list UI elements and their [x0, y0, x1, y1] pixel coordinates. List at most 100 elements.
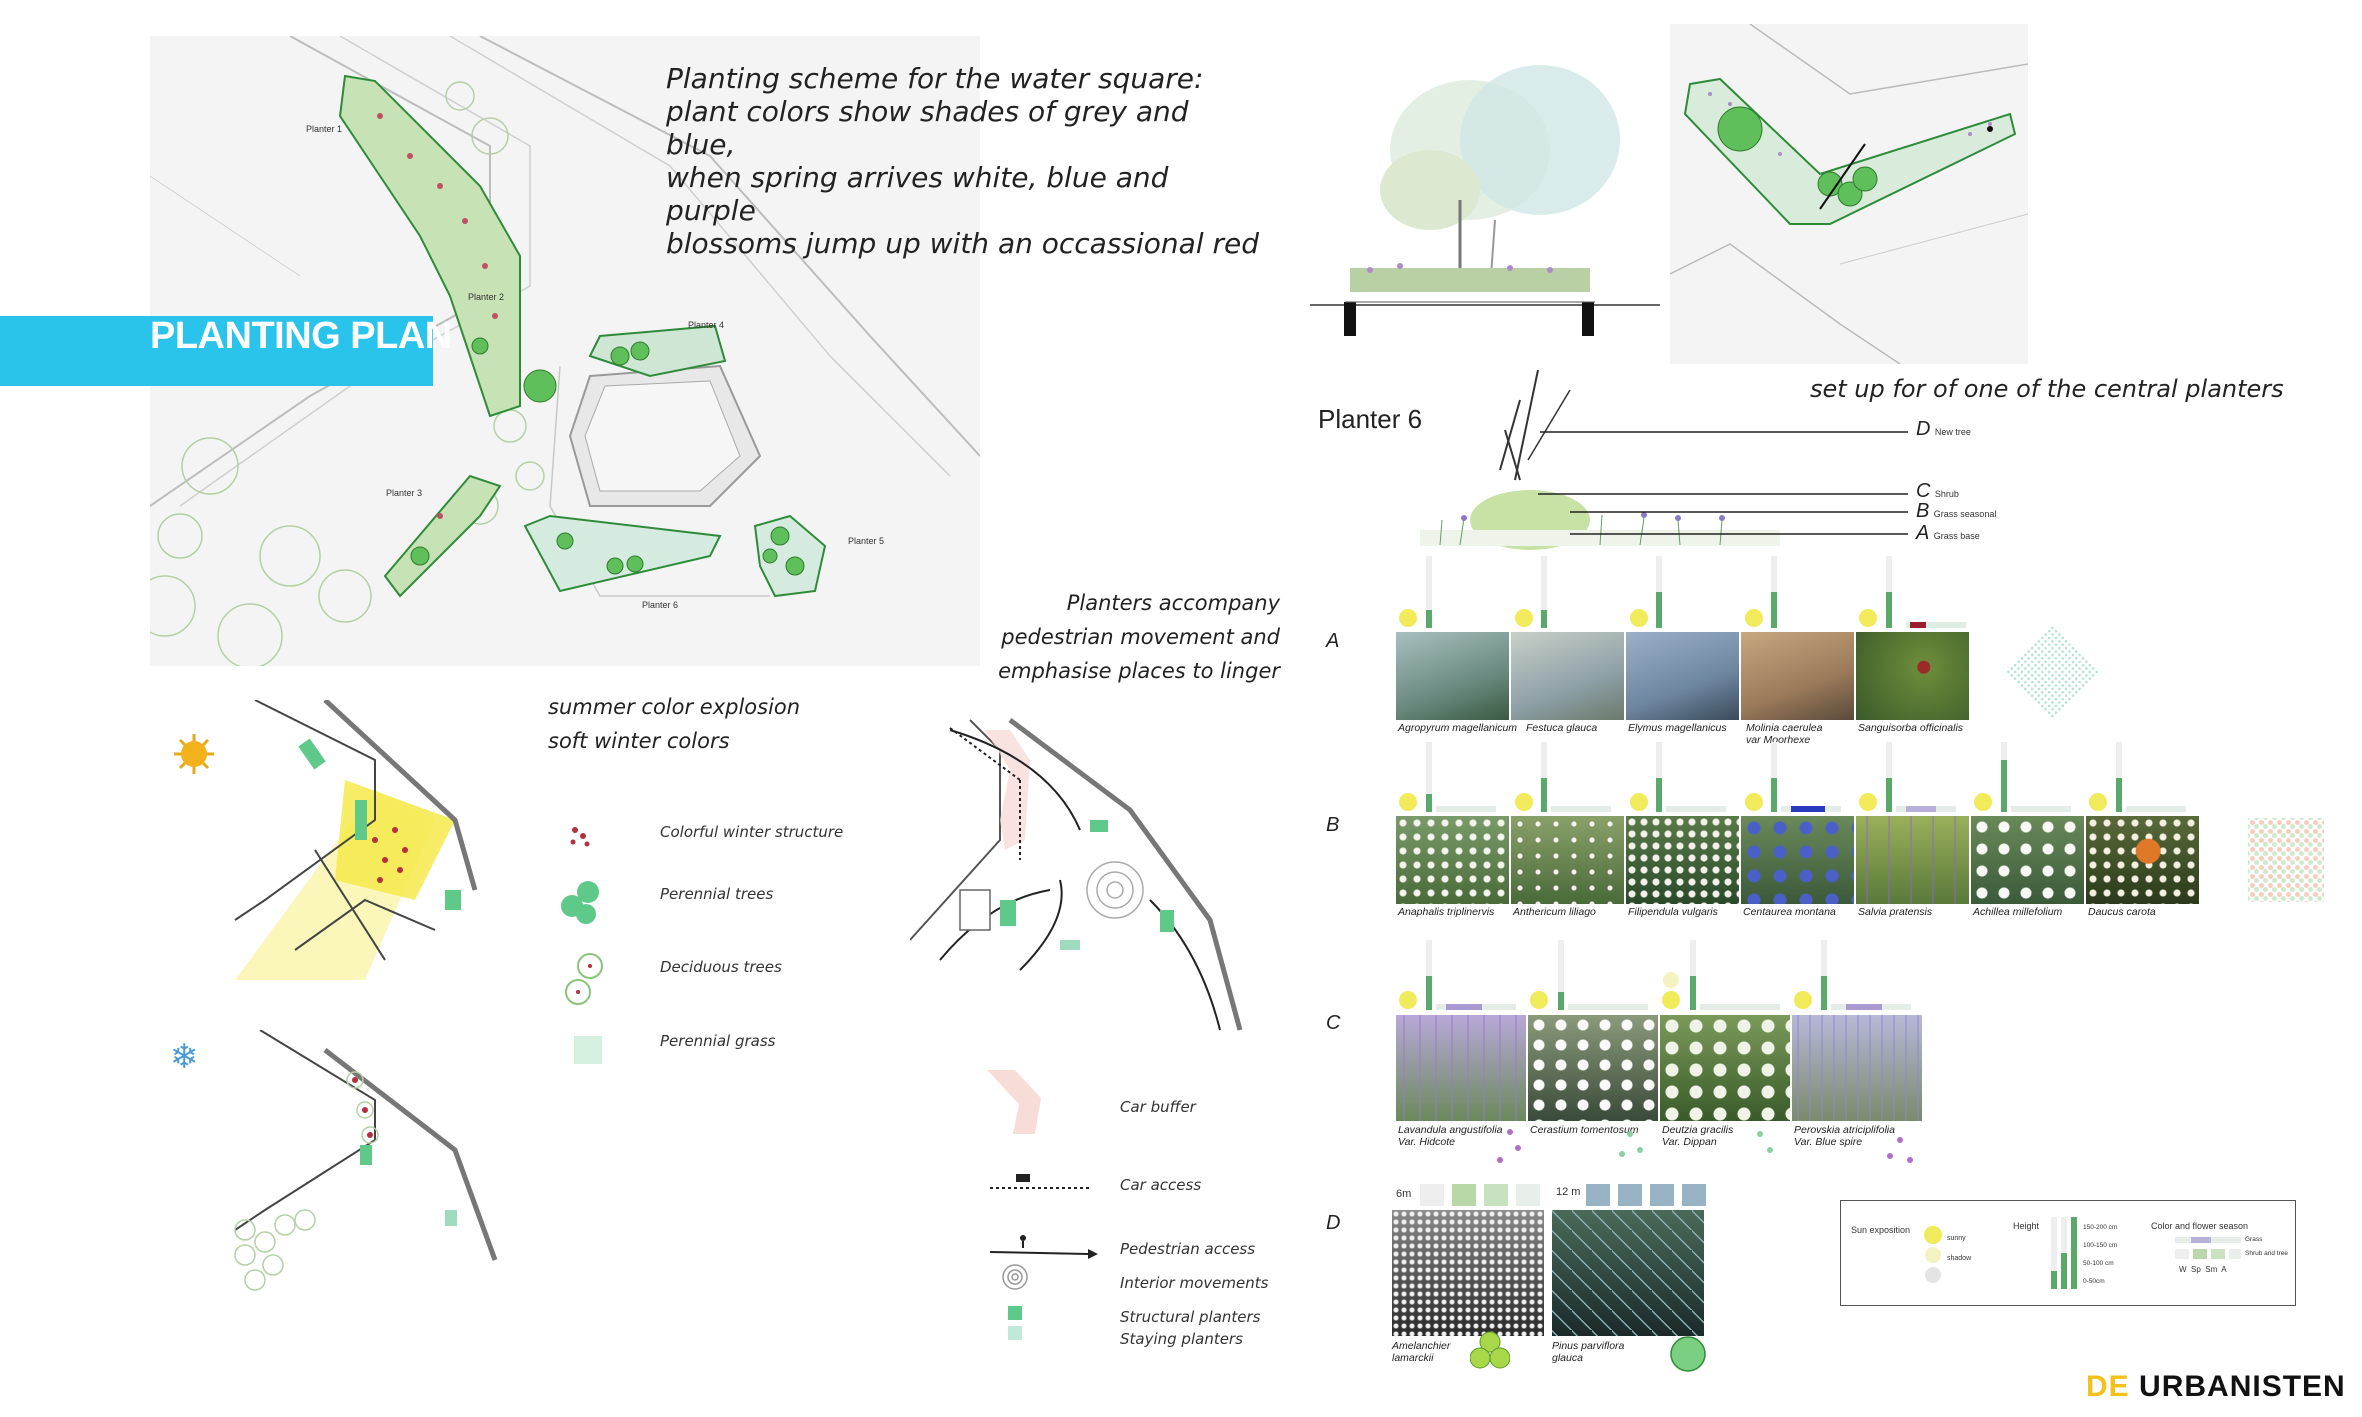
planter-4-label: Planter 4: [688, 320, 725, 330]
key-color-swatches: [2175, 1237, 2245, 1266]
plant-caption: Sanguisorba officinalis: [1858, 722, 1964, 734]
layer-letter: D: [1916, 418, 1931, 440]
legend-car-buffer: Car buffer: [1120, 1098, 1196, 1116]
interior-movements-swatch: [1000, 1262, 1030, 1297]
perennial-tree-swatch: [556, 880, 606, 935]
plant-photo: [1626, 816, 1739, 904]
winter-note: soft winter colors: [548, 729, 730, 753]
key-color-labels: Grass Shrub and tree: [2245, 1233, 2288, 1261]
snowflake-icon: ❄: [170, 1038, 199, 1076]
layer-letter: A: [1916, 522, 1930, 544]
planter-5-label: Planter 5: [848, 536, 885, 546]
plant-caption: Anaphalis triplinervis: [1398, 906, 1495, 918]
movement-notes: Planters accompany pedestrian movement a…: [940, 586, 1280, 688]
plant-photo: [1792, 1015, 1922, 1121]
deciduous-symbol: [1469, 1330, 1511, 1379]
key-height-label: 0-50cm: [2083, 1278, 2105, 1285]
page-title: PLANTING PLAN: [150, 315, 452, 357]
legend-winter-structure: Colorful winter structure: [660, 823, 844, 841]
plant-photo: [1971, 816, 2084, 904]
plant-photo: [1511, 632, 1624, 720]
deciduous-tree-swatch: [560, 950, 610, 1015]
row-c-indicators: [1396, 940, 1956, 1014]
staying-planters-swatch: [1008, 1326, 1022, 1340]
plant-photo: [1856, 816, 1969, 904]
plant-photo: [1741, 632, 1854, 720]
key-color-label: Grass: [2245, 1236, 2263, 1243]
plant-caption: Festuca glauca: [1526, 722, 1598, 734]
plant-caption: Salvia pratensis: [1858, 906, 1933, 918]
legend-perennial-trees: Perennial trees: [660, 885, 774, 903]
plant-photo: [1626, 632, 1739, 720]
structural-planters-swatch: [1008, 1306, 1022, 1320]
planter-1-label: Planter 1: [306, 124, 343, 134]
plant-name: Lavandula angustifolia: [1398, 1124, 1503, 1136]
movement-note-line: pedestrian movement and: [1001, 625, 1280, 649]
legend-perennial-grass: Perennial grass: [660, 1032, 776, 1050]
row-b-letter: B: [1326, 814, 1340, 836]
key-height-label: 150-200 cm: [2083, 1224, 2118, 1231]
legend-key-box: Sun exposition sunny shadow Height 150-2…: [1840, 1200, 2296, 1306]
plant-caption: Elymus magellanicus: [1628, 722, 1727, 734]
season-notes: summer color explosion soft winter color…: [548, 690, 800, 758]
planter-section: [1310, 40, 1660, 340]
layer-b: B Grass seasonal: [1916, 500, 1996, 523]
row-b-indicators: [1396, 742, 2206, 816]
plant-photo: [1396, 632, 1509, 720]
planter-2-label: Planter 2: [468, 292, 505, 302]
layer-label: Shrub: [1934, 489, 1959, 499]
heading-line: Planting scheme for the water square:: [666, 62, 1204, 95]
plant-variety: Var. Dippan: [1662, 1136, 1717, 1148]
legend-deciduous-trees: Deciduous trees: [660, 958, 782, 976]
car-buffer-swatch: [985, 1068, 1045, 1143]
plant-caption: Anthericum liliago: [1513, 906, 1596, 918]
legend-car-access: Car access: [1120, 1176, 1202, 1194]
pedestrian-access-swatch: [988, 1230, 1098, 1265]
height-12m-label: 12 m: [1556, 1186, 1581, 1198]
key-color-title: Color and flower season: [2151, 1221, 2249, 1231]
plant-name: Deutzia gracilis: [1662, 1124, 1734, 1136]
layer-label: New tree: [1934, 427, 1971, 437]
setup-caption: set up for of one of the central planter…: [1810, 375, 2284, 403]
legend-pedestrian-access: Pedestrian access: [1120, 1240, 1256, 1258]
plant-name: Pinus parviflora: [1552, 1340, 1625, 1352]
row-d-letter: D: [1326, 1212, 1341, 1234]
plant-photo: [1392, 1210, 1544, 1336]
plant-photo: [1741, 816, 1854, 904]
plant-caption: Achillea millefolium: [1973, 906, 2063, 918]
layer-label: Grass seasonal: [1933, 509, 1997, 519]
layer-letter: B: [1916, 500, 1930, 522]
row-c-letter: C: [1326, 1012, 1341, 1034]
key-season-letters: W Sp Sm A: [2179, 1265, 2227, 1274]
logo-urbanisten: URBANISTEN: [2139, 1370, 2346, 1403]
heading-line: plant colors show shades of grey and blu…: [666, 95, 1189, 161]
plant-variety: var Moorhexe: [1746, 734, 1811, 746]
plant-name: Amelanchier: [1392, 1340, 1451, 1352]
plant-caption: Filipendula vulgaris: [1628, 906, 1718, 918]
legend-staying-planters: Staying planters: [1120, 1330, 1243, 1348]
plant-caption: Centaurea montana: [1743, 906, 1836, 918]
layer-letter: C: [1916, 480, 1931, 502]
key-sun-labels: sunny shadow: [1947, 1229, 1971, 1269]
summer-diagram: [225, 698, 485, 990]
key-height-labels: 150-200 cm 100-150 cm 50-100 cm 0-50cm: [2083, 1219, 2117, 1291]
sun-icon: [172, 732, 216, 781]
plant-variety: glauca: [1552, 1352, 1583, 1364]
key-sun-title: Sun exposition: [1851, 1225, 1911, 1235]
plant-photo: [1396, 1015, 1526, 1121]
planting-scheme-heading: Planting scheme for the water square: pl…: [666, 62, 1266, 260]
layer-c: C Shrub: [1916, 480, 1959, 503]
movement-note-line: Planters accompany: [1066, 591, 1280, 615]
movement-note-line: emphasise places to linger: [998, 659, 1280, 683]
movement-diagram: [909, 700, 1260, 1040]
plant-caption: Cerastium tomentosum: [1530, 1124, 1639, 1136]
plant-photo: [1528, 1015, 1658, 1121]
title-band: [0, 316, 433, 386]
row-c-dots: [1400, 1120, 1960, 1170]
key-sun-label: shadow: [1947, 1255, 1972, 1262]
car-access-swatch: [988, 1170, 1098, 1199]
winter-diagram: [225, 1029, 505, 1300]
